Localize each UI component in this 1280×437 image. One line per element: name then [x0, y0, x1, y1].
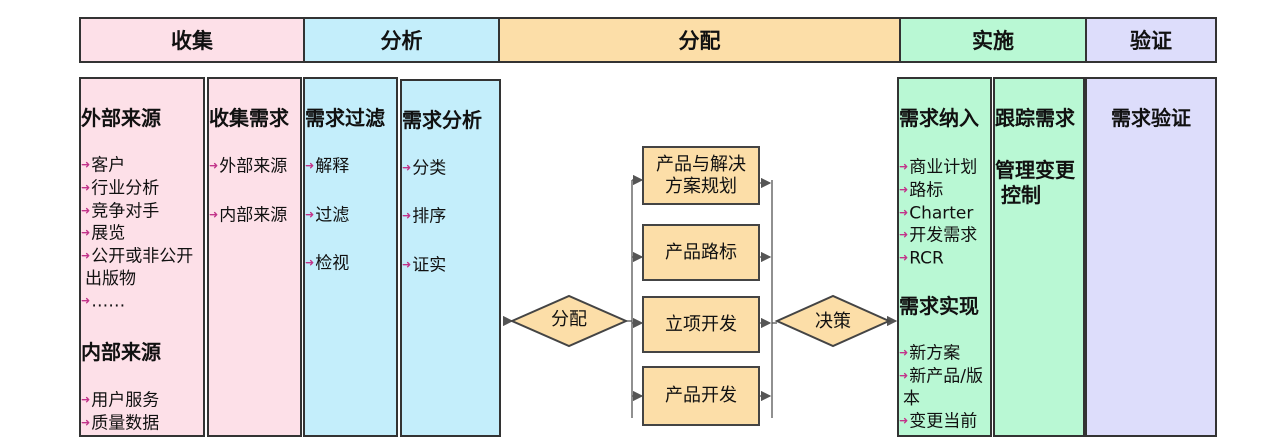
list-item: ➜Charter: [899, 202, 974, 223]
list-item: ➜新方案: [899, 343, 961, 364]
list-item: ➜新产品/版: [899, 366, 983, 386]
list-item: ➜商业计划: [899, 157, 978, 178]
realize-list: ➜新方案 ➜新产品/版 本 ➜变更当前: [899, 342, 983, 433]
arrow-icon: ➜: [899, 368, 909, 382]
intake-title: 需求纳入: [899, 106, 979, 130]
arrow-icon: ➜: [81, 158, 91, 171]
internal-sources-title: 内部来源: [81, 340, 161, 364]
external-sources-list: ➜客户 ➜行业分析 ➜竞争对手 ➜展览 ➜公开或非公开 出版物 ➜……: [81, 154, 193, 313]
product-development-box: 产品开发: [642, 366, 760, 426]
verify-title: 需求验证: [1111, 106, 1191, 130]
change-control-title-line2: 控制: [1001, 183, 1041, 207]
arrow-icon: ➜: [402, 258, 412, 271]
arrow-icon: ➜: [209, 159, 219, 172]
list-item: ➜行业分析: [81, 178, 160, 198]
filter-title: 需求过滤: [305, 106, 385, 130]
arrow-icon: ➜: [899, 251, 909, 264]
tracking-title: 跟踪需求: [995, 106, 1075, 130]
list-item: ➜RCR: [899, 248, 944, 269]
arrow-icon: ➜: [402, 209, 412, 222]
list-item-continued: 本: [903, 388, 920, 409]
verify-column: 需求验证: [1085, 77, 1217, 437]
arrow-icon: ➜: [305, 256, 315, 269]
list-item: ➜路标: [899, 180, 944, 200]
header-distribute: 分配: [498, 17, 901, 63]
list-item: ➜展览: [81, 223, 126, 244]
decision-diamond: [774, 294, 892, 348]
arrow-icon: ➜: [81, 393, 91, 406]
intake-column: 需求纳入 ➜商业计划 ➜路标 ➜Charter ➜开发需求 ➜RCR 需求实现 …: [897, 77, 992, 437]
arrow-icon: ➜: [305, 159, 315, 172]
arrow-icon: ➜: [81, 294, 91, 308]
list-item: ➜竞争对手: [81, 200, 160, 221]
header-verify: 验证: [1085, 17, 1217, 63]
analysis-column: 需求分析 ➜分类 ➜排序 ➜证实: [400, 79, 501, 437]
arrow-icon: ➜: [899, 346, 909, 359]
list-item: ➜公开或非公开: [81, 246, 194, 267]
distribute-diamond-label: 分配: [551, 309, 587, 330]
arrow-icon: ➜: [209, 208, 219, 221]
filter-column: 需求过滤 ➜解释 ➜过滤 ➜检视: [303, 77, 398, 437]
decision-diamond-label: 决策: [815, 311, 851, 332]
external-sources-title: 外部来源: [81, 106, 161, 130]
collect-needs-title: 收集需求: [209, 106, 289, 130]
list-item: ➜分类: [402, 158, 447, 179]
realize-title: 需求实现: [899, 294, 979, 318]
analysis-title: 需求分析: [402, 108, 482, 132]
list-item: ➜解释: [305, 156, 350, 177]
header-analyze: 分析: [303, 17, 500, 63]
header-implement: 实施: [899, 17, 1087, 63]
project-initiation-box: 立项开发: [642, 296, 760, 353]
list-item: ➜开发需求: [899, 225, 978, 246]
list-item-continued: 出版物: [85, 268, 136, 289]
collect-needs-column: 收集需求 ➜外部来源 ➜内部来源: [207, 77, 302, 437]
list-item: ➜变更当前: [899, 411, 978, 432]
arrow-icon: ➜: [402, 161, 412, 174]
arrow-icon: ➜: [81, 180, 91, 194]
change-control-title: 管理变更: [995, 158, 1075, 182]
sources-column: 外部来源 ➜客户 ➜行业分析 ➜竞争对手 ➜展览 ➜公开或非公开 出版物 ➜………: [79, 77, 205, 437]
list-item: ➜检视: [305, 253, 350, 274]
arrow-icon: ➜: [899, 414, 909, 427]
arrow-icon: ➜: [81, 203, 91, 217]
header-collect: 收集: [79, 17, 305, 63]
arrow-icon: ➜: [899, 160, 909, 173]
arrow-icon: ➜: [81, 226, 91, 240]
list-item: ➜过滤: [305, 205, 350, 226]
distribute-diamond: [509, 294, 629, 348]
arrow-icon: ➜: [899, 205, 909, 219]
arrow-icon: ➜: [899, 228, 909, 242]
product-solution-planning-box: 产品与解决 方案规划: [642, 146, 760, 205]
arrow-icon: ➜: [305, 208, 315, 221]
flow-connectors: [502, 174, 898, 418]
intake-list: ➜商业计划 ➜路标 ➜Charter ➜开发需求 ➜RCR: [899, 156, 977, 270]
list-item: ➜排序: [402, 206, 447, 227]
list-item: ➜证实: [402, 255, 447, 276]
list-item: ➜用户服务: [81, 390, 160, 411]
list-item: ➜内部来源: [209, 205, 288, 226]
list-item: ➜客户: [81, 155, 126, 176]
list-item: ➜……: [81, 291, 126, 312]
tracking-column: 跟踪需求 管理变更 控制: [993, 77, 1085, 437]
list-item: ➜外部来源: [209, 156, 288, 177]
arrow-icon: ➜: [81, 249, 91, 262]
product-roadmap-box: 产品路标: [642, 224, 760, 281]
arrow-icon: ➜: [899, 182, 909, 196]
